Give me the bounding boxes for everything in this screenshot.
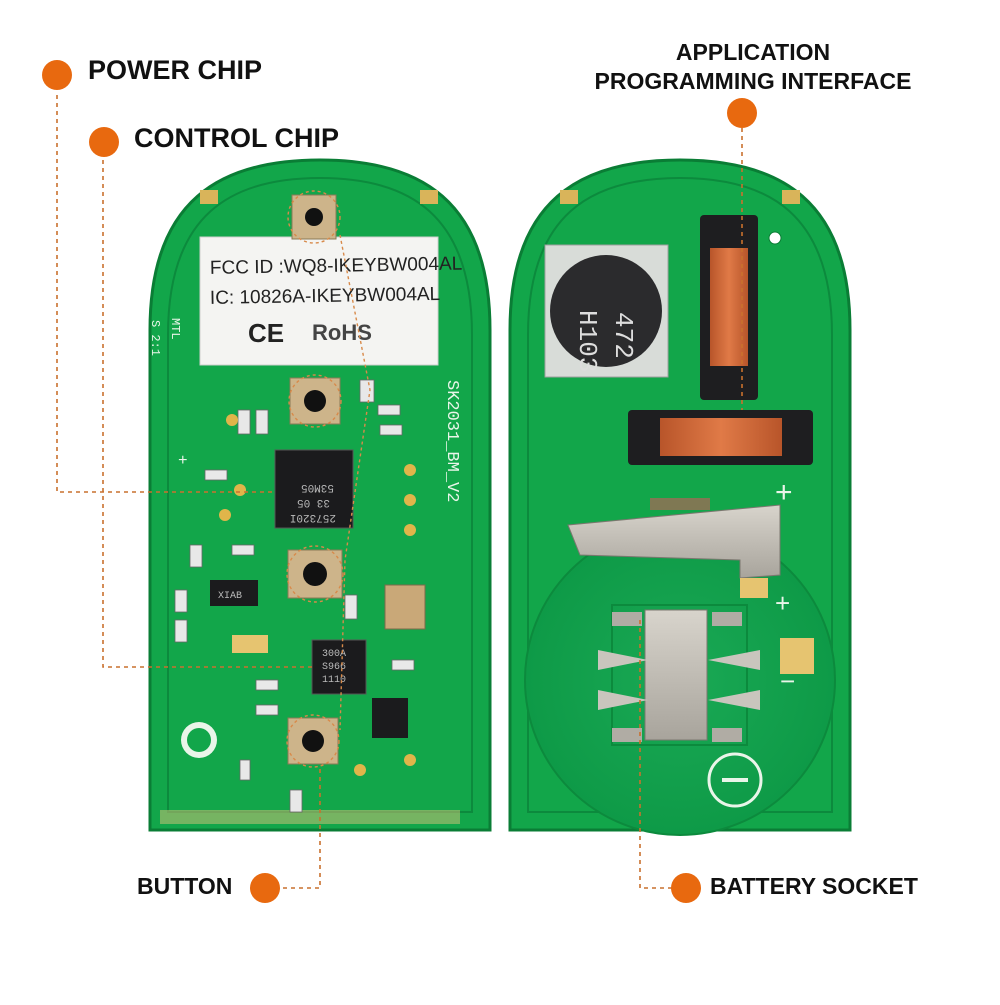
api-dot [727, 98, 757, 128]
svg-text:H103: H103 [572, 310, 602, 372]
mtl-silkscreen: MTL [168, 318, 182, 340]
svg-text:1110: 1110 [322, 675, 346, 686]
ratio-silkscreen: S 2:1 [148, 320, 162, 356]
api-label-line1: APPLICATION [675, 39, 831, 65]
ic-text: IC: 10826A-IKEYBW004AL [210, 284, 441, 309]
battery-socket-label: BATTERY SOCKET [710, 873, 918, 899]
board-model-silkscreen: SK2031_BM_V2 [442, 380, 461, 502]
power-inductor: 472 H103 [544, 244, 669, 378]
plus-sign-side: + [775, 588, 790, 618]
control-chip: 300A S966 1110 [311, 639, 367, 695]
vertical-coil-antenna [700, 215, 758, 400]
upper-button [289, 377, 341, 425]
svg-text:53M05: 53M05 [301, 481, 334, 493]
control-chip-label: CONTROL CHIP [134, 123, 340, 153]
leader-lines [56, 95, 743, 889]
svg-text:300A: 300A [322, 649, 346, 660]
api-label-line2: PROGRAMMING INTERFACE [594, 68, 912, 94]
ce-mark: CE [248, 318, 284, 348]
top-button [291, 194, 337, 240]
svg-text:33 05: 33 05 [297, 496, 330, 508]
power-chip-dot [42, 60, 72, 90]
control-chip-dot [89, 127, 119, 157]
power-chip: 257320I 33 05 53M05 [274, 449, 354, 529]
battery-socket [598, 604, 760, 746]
crystal-oscillator [384, 584, 426, 630]
small-chip: XIAB [210, 580, 258, 606]
fcc-id-text: FCC ID :WQ8-IKEYBW004AL [210, 254, 463, 279]
bottom-button [287, 717, 339, 765]
button-dot [250, 873, 280, 903]
svg-text:472: 472 [608, 312, 638, 359]
horizontal-coil-antenna [628, 410, 813, 465]
button-label: BUTTON [137, 873, 233, 899]
rohs-mark: RoHS [312, 320, 372, 345]
svg-text:S966: S966 [322, 662, 346, 673]
svg-text:XIAB: XIAB [218, 591, 242, 602]
minus-sign-side: − [780, 666, 795, 696]
negative-terminal-mark [707, 752, 763, 808]
back-pcb: 472 H103 [508, 158, 852, 836]
svg-text:+: + [178, 452, 188, 470]
power-chip-label: POWER CHIP [88, 55, 263, 85]
front-pcb: FCC ID :WQ8-IKEYBW004AL IC: 10826A-IKEYB… [148, 158, 492, 832]
plus-sign-top: + [775, 476, 793, 509]
api-label: APPLICATION PROGRAMMING INTERFACE [560, 38, 946, 96]
middle-button [287, 549, 343, 599]
battery-socket-dot [671, 873, 701, 903]
svg-text:257320I: 257320I [290, 511, 336, 523]
